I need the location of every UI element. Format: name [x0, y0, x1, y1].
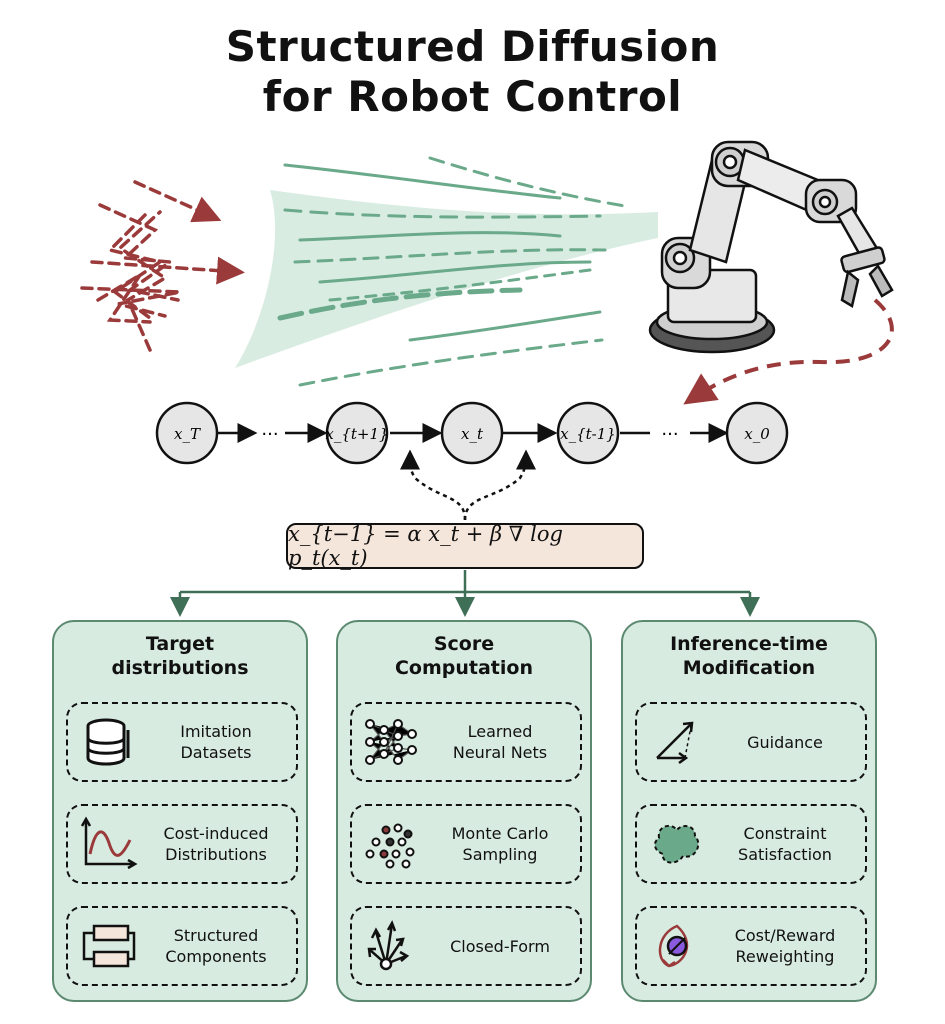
item-learned-neural-nets: Learned Neural Nets	[350, 702, 582, 782]
item-label: Cost-induced Distributions	[163, 824, 269, 864]
execution-trajectory	[683, 298, 894, 405]
chain-node-xT: x_T	[155, 401, 219, 465]
item-label: Monte Carlo Sampling	[451, 824, 549, 864]
item-imitation-datasets: Imitation Datasets	[66, 702, 298, 782]
guidance-arrow-icon	[656, 721, 694, 765]
chain-node-x0: x_0	[725, 401, 789, 465]
panel-inference-time-modification: Inference-time Modification Guidance Con…	[621, 620, 877, 1002]
item-closed-form: Closed-Form	[350, 906, 582, 986]
panel-title: Score Computation	[394, 633, 533, 679]
panel-title: Target distributions	[111, 633, 249, 679]
panel-score-computation: Score Computation Learned Neural Nets Mo	[336, 620, 592, 1002]
database-icon	[86, 718, 130, 766]
ellipsis-left: ···	[261, 424, 278, 445]
reweighting-icon	[658, 924, 689, 968]
update-formula: x_{t−1} = α x_t + β ∇ log p_t(x_t)	[286, 522, 644, 570]
node-label-x0: x_0	[744, 425, 770, 443]
item-label: Cost/Reward Reweighting	[734, 926, 836, 966]
node-label-xt-plus-1: x_{t+1}	[325, 425, 388, 443]
panel-connectors	[170, 570, 760, 617]
item-cost-induced-distributions: Cost-induced Distributions	[66, 804, 298, 884]
particles-icon	[365, 823, 415, 869]
node-label-xT: x_T	[174, 425, 201, 443]
chain-node-xt-plus-1: x_{t+1}	[325, 401, 389, 465]
chain-node-xt-minus-1: x_{t-1}	[556, 401, 620, 465]
cost-curve-icon	[80, 816, 138, 870]
node-label-xt: x_t	[461, 425, 484, 443]
vector-field-icon	[367, 920, 410, 971]
item-monte-carlo-sampling: Monte Carlo Sampling	[350, 804, 582, 884]
panel-target-distributions: Target distributions Imitation Datasets …	[52, 620, 308, 1002]
item-guidance: Guidance	[635, 702, 867, 782]
item-constraint-satisfaction: Constraint Satisfaction	[635, 804, 867, 884]
item-label: Closed-Form	[450, 936, 550, 956]
item-structured-components: Structured Components	[66, 906, 298, 986]
chain-node-xt: x_t	[440, 401, 504, 465]
neural-net-icon	[365, 719, 417, 765]
noise-trajectories	[80, 180, 245, 352]
constraint-blob-icon	[653, 824, 700, 864]
panel-title: Inference-time Modification	[670, 633, 828, 679]
structured-blocks-icon	[82, 924, 136, 968]
title-line-1: Structured Diffusion	[225, 22, 720, 71]
item-label: Imitation Datasets	[180, 722, 252, 762]
node-label-xt-minus-1: x_{t-1}	[560, 425, 616, 443]
item-label: Structured Components	[165, 926, 267, 966]
update-arrows	[400, 449, 536, 521]
item-label: Learned Neural Nets	[452, 722, 548, 762]
diffusion-flow	[235, 156, 658, 387]
item-cost-reward-reweighting: Cost/Reward Reweighting	[635, 906, 867, 986]
title-line-2: for Robot Control	[262, 72, 683, 121]
ellipsis-right: ···	[661, 424, 678, 445]
item-label: Constraint Satisfaction	[738, 824, 832, 864]
item-label: Guidance	[747, 732, 823, 752]
robot-arm-illustration	[648, 140, 894, 354]
